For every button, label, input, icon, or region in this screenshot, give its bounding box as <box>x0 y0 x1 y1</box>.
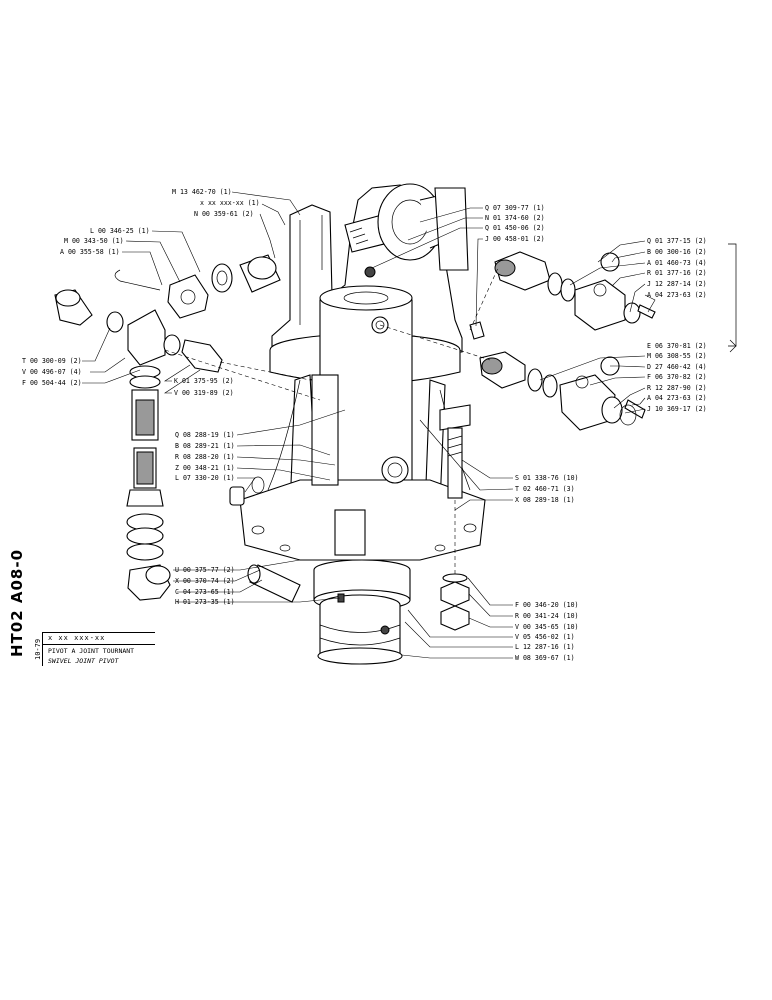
part-label: M 06 308-55 (2) <box>647 352 707 360</box>
part-label: K 01 375-95 (2) <box>174 377 234 385</box>
title-french: PIVOT A JOINT TOURNANT <box>48 647 135 655</box>
left-fittings <box>54 289 301 603</box>
part-label: R 12 287-90 (2) <box>647 384 707 392</box>
part-label: M 13 462-70 (1) <box>172 188 232 196</box>
part-label: A 00 355-58 (1) <box>60 248 120 256</box>
part-label: A 04 273-63 (2) <box>647 394 707 402</box>
part-label: F 00 504-44 (2) <box>22 379 82 387</box>
part-label: V 00 319-89 (2) <box>174 389 234 397</box>
part-label: X 00 370-74 (2) <box>175 577 235 585</box>
right-fittings <box>469 243 737 431</box>
part-label: A 01 460-73 (4) <box>647 259 707 267</box>
part-label: T 00 300-09 (2) <box>22 357 82 365</box>
part-label: U 00 375-77 (2) <box>175 566 235 574</box>
part-label: N 01 374-60 (2) <box>485 214 545 222</box>
part-label: W 08 369-67 (1) <box>515 654 575 662</box>
part-label: J 00 458-01 (2) <box>485 235 545 243</box>
part-label: Q 01 450-06 (2) <box>485 224 545 232</box>
part-label: J 10 369-17 (2) <box>647 405 707 413</box>
title-english: SWIVEL JOINT PIVOT <box>48 657 119 665</box>
part-label: V 00 496-07 (4) <box>22 368 82 376</box>
part-label: B 00 300-16 (2) <box>647 248 707 256</box>
part-labels: M 13 462-70 (1) x xx xxx-xx (1) N 00 359… <box>22 188 707 662</box>
leader-lines <box>82 191 656 659</box>
part-label: Q 01 377-15 (2) <box>647 237 707 245</box>
part-label: V 00 345-65 (10) <box>515 623 579 631</box>
part-label: S 01 338-76 (10) <box>515 474 579 482</box>
part-label: T 02 460-71 (3) <box>515 485 575 493</box>
bolt-stack <box>439 404 471 631</box>
part-label: D 27 460-42 (4) <box>647 363 707 371</box>
title-rule <box>43 644 155 645</box>
part-label: V 05 456-02 (1) <box>515 633 575 641</box>
part-label: H 01 273-35 (1) <box>175 598 235 606</box>
part-label: L 07 330-20 (1) <box>175 474 235 482</box>
part-label: X 08 289-18 (1) <box>515 496 575 504</box>
part-label: B 08 289-21 (1) <box>175 442 235 450</box>
part-label: M 00 343-50 (1) <box>64 237 124 245</box>
top-pin-assembly <box>114 183 469 319</box>
part-label: Q 08 288-19 (1) <box>175 431 235 439</box>
title-block: x xx xxx-xx PIVOT A JOINT TOURNANT SWIVE… <box>42 632 155 666</box>
part-label: R 01 377-16 (2) <box>647 269 707 277</box>
part-label: C 04 273-65 (1) <box>175 588 235 596</box>
title-rule-top <box>43 632 155 633</box>
part-label: Z 00 348-21 (1) <box>175 464 235 472</box>
part-label: A 04 273-63 (2) <box>647 291 707 299</box>
part-label: E 06 370-81 (2) <box>647 342 707 350</box>
part-label: x xx xxx-xx (1) <box>200 199 260 207</box>
part-label: L 12 287-16 (1) <box>515 643 575 651</box>
part-label: F 00 346-20 (10) <box>515 601 579 609</box>
pivot-body <box>239 184 486 665</box>
part-label: Q 07 309-77 (1) <box>485 204 545 212</box>
title-code: x xx xxx-xx <box>48 634 106 642</box>
part-label: F 06 370-82 (2) <box>647 373 707 381</box>
part-label: R 08 288-20 (1) <box>175 453 235 461</box>
part-label: R 00 341-24 (10) <box>515 612 579 620</box>
part-label: J 12 287-14 (2) <box>647 280 707 288</box>
part-label: L 00 346-25 (1) <box>90 227 150 235</box>
drawing-date: 10-79 <box>34 638 42 660</box>
part-label: N 00 359-61 (2) <box>194 210 254 218</box>
drawing-code: HT02 A08-0 <box>8 548 26 657</box>
